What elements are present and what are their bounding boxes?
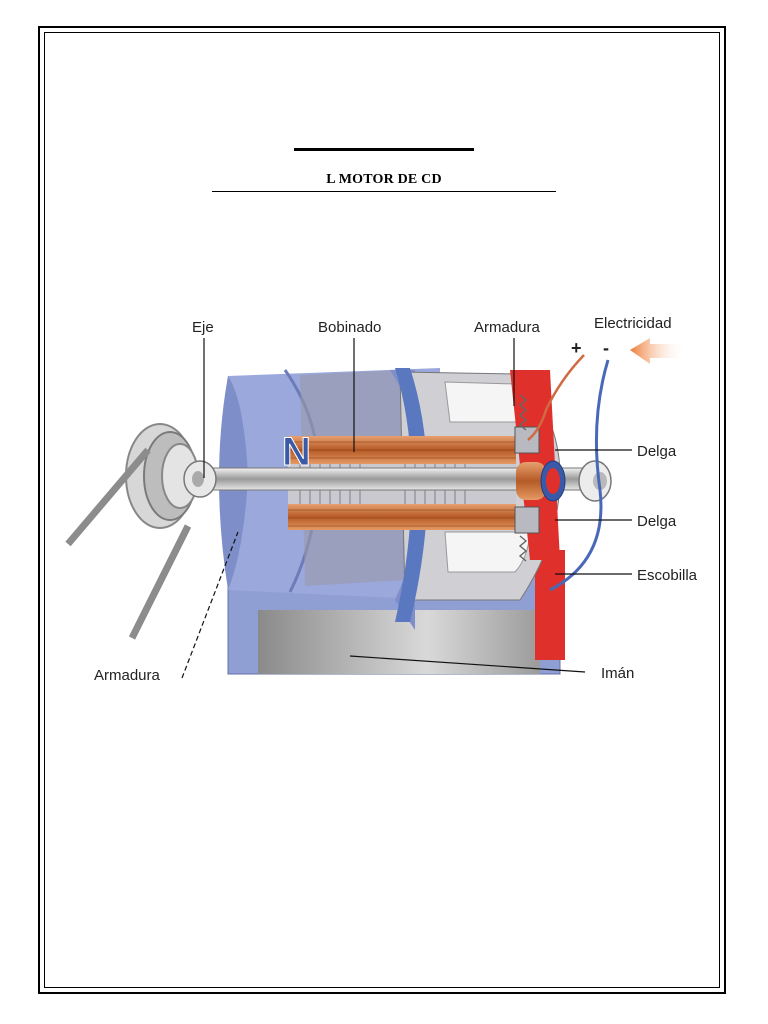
label-bobinado: Bobinado bbox=[318, 319, 381, 336]
brush-assembly bbox=[514, 394, 540, 562]
page-border bbox=[38, 26, 726, 994]
label-minus: - bbox=[603, 338, 609, 358]
dc-motor-diagram: N S Eje Bobinado Armadura Electricidad +… bbox=[60, 300, 720, 710]
label-armadura-top: Armadura bbox=[474, 319, 541, 336]
label-delga-2: Delga bbox=[637, 513, 677, 530]
pole-n-letter: N bbox=[282, 430, 311, 474]
commutator bbox=[516, 460, 566, 502]
electricity-arrow bbox=[630, 338, 685, 364]
label-plus: + bbox=[571, 338, 582, 358]
leader-lines bbox=[181, 338, 632, 679]
pole-s-letter: S bbox=[566, 603, 593, 647]
page-inner-border bbox=[44, 32, 720, 988]
stator-ring-band bbox=[395, 368, 428, 622]
title-top-rule bbox=[294, 148, 474, 151]
label-escobilla: Escobilla bbox=[637, 567, 698, 584]
label-delga-1: Delga bbox=[637, 443, 677, 460]
label-electricidad: Electricidad bbox=[594, 315, 672, 332]
label-eje: Eje bbox=[192, 319, 214, 336]
pulley bbox=[65, 423, 199, 640]
label-armadura-bottom: Armadura bbox=[94, 667, 161, 684]
wires bbox=[527, 354, 610, 592]
label-iman: Imán bbox=[601, 665, 634, 682]
page-title: L MOTOR DE CD bbox=[212, 172, 556, 192]
motor-illustration: N S Eje Bobinado Armadura Electricidad +… bbox=[65, 315, 698, 684]
shaft bbox=[183, 460, 612, 502]
